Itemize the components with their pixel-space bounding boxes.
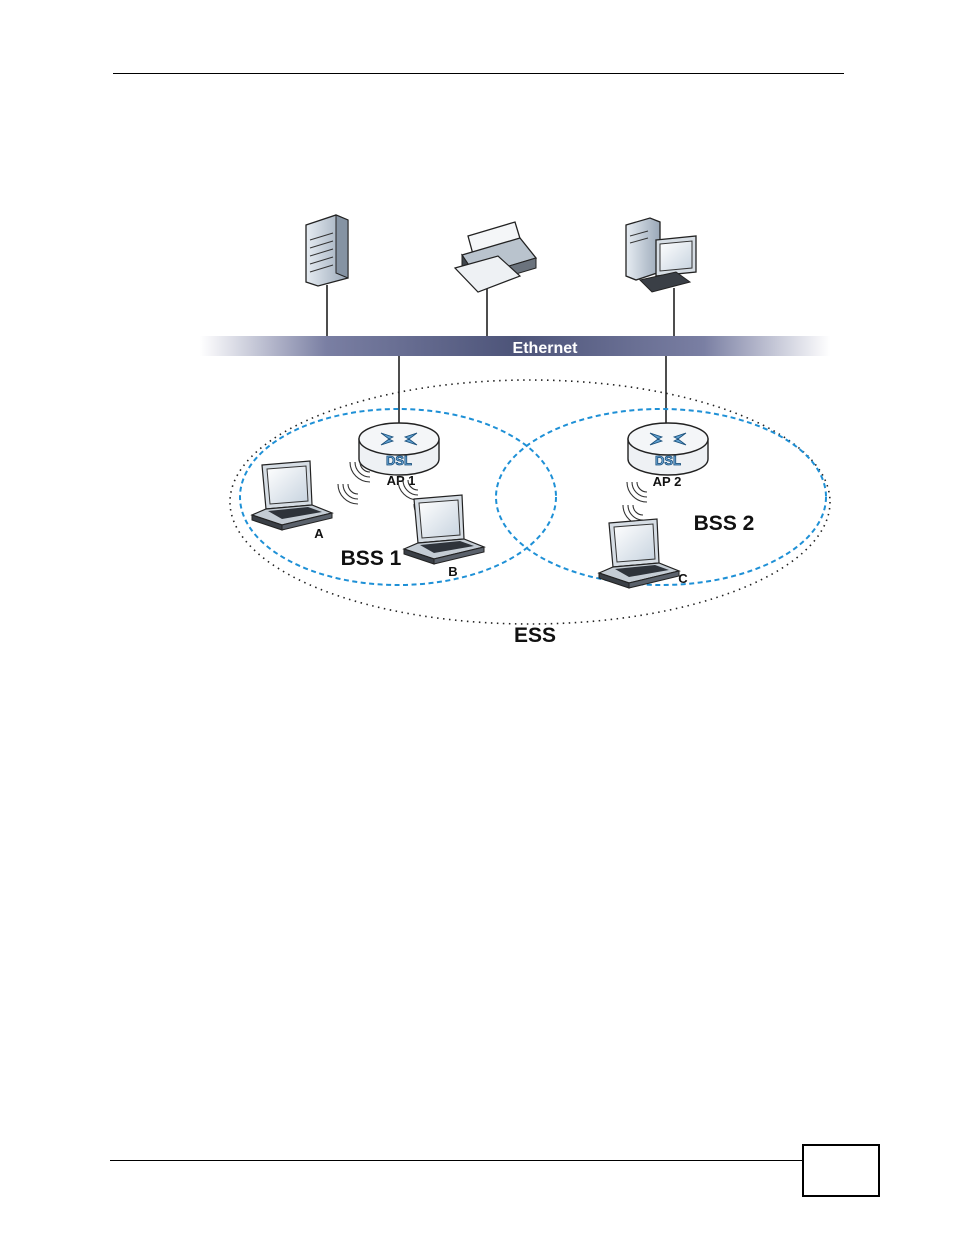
ap2-label: AP 2 (653, 474, 682, 489)
wireless-signal-icon (627, 482, 647, 502)
ess-boundary (230, 380, 830, 624)
ess-label: ESS (514, 624, 556, 647)
laptop-a-icon (252, 461, 332, 530)
bss1-label: BSS 1 (341, 547, 402, 570)
page-number-box (802, 1144, 880, 1197)
ap1-label: AP 1 (387, 473, 416, 488)
client-a-label: A (314, 526, 324, 541)
ap2-device-text: DSL (655, 453, 681, 468)
footer-rule (110, 1160, 802, 1161)
client-b-label: B (448, 564, 457, 579)
laptop-c-icon (599, 519, 679, 588)
server-icon (306, 215, 348, 286)
printer-icon (455, 222, 536, 292)
ethernet-label: Ethernet (513, 340, 579, 357)
wireless-signal-icon (338, 484, 358, 504)
bss2-label: BSS 2 (694, 512, 755, 535)
ethernet-bus: Ethernet (200, 336, 830, 357)
workstation-icon (626, 218, 696, 292)
ap1-device-text: DSL (386, 453, 412, 468)
client-c-label: C (678, 571, 688, 586)
laptop-b-icon (404, 495, 484, 564)
